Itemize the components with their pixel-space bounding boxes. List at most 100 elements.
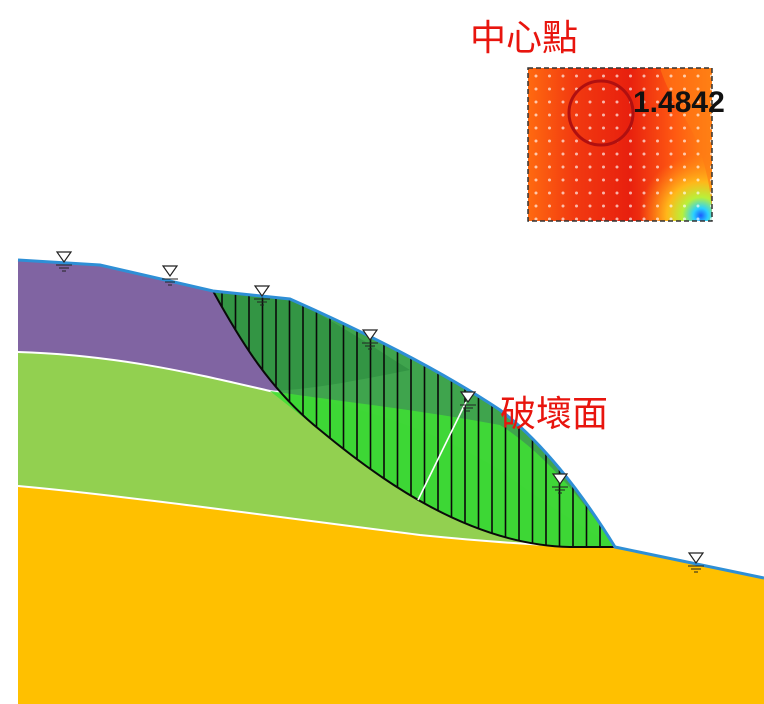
grid-point bbox=[561, 178, 565, 182]
grid-point bbox=[683, 113, 686, 117]
grid-point bbox=[602, 165, 605, 169]
grid-point bbox=[669, 191, 673, 195]
water-table-icon bbox=[551, 473, 569, 494]
grid-point bbox=[575, 204, 578, 208]
grid-point bbox=[683, 152, 686, 156]
grid-point bbox=[656, 165, 659, 169]
grid-point bbox=[642, 139, 646, 143]
grid-point bbox=[534, 74, 538, 78]
grid-point bbox=[548, 113, 551, 117]
soil-layer-bottom bbox=[18, 486, 764, 704]
grid-point bbox=[696, 87, 700, 91]
grid-point bbox=[656, 74, 659, 78]
grid-point bbox=[575, 100, 578, 104]
grid-point bbox=[656, 139, 659, 143]
grid-point bbox=[656, 204, 659, 208]
grid-point bbox=[629, 152, 632, 156]
grid-point bbox=[669, 178, 673, 182]
grid-point bbox=[534, 126, 538, 130]
grid-point bbox=[696, 126, 700, 130]
grid-point bbox=[588, 217, 592, 221]
grid-point bbox=[548, 217, 551, 221]
grid-point bbox=[561, 113, 565, 117]
grid-point bbox=[669, 126, 673, 130]
grid-point bbox=[642, 191, 646, 195]
grid-point bbox=[642, 113, 646, 117]
grid-point bbox=[629, 178, 632, 182]
grid-point bbox=[602, 178, 605, 182]
grid-point bbox=[629, 74, 632, 78]
grid-point bbox=[615, 191, 619, 195]
grid-point bbox=[642, 178, 646, 182]
grid-point bbox=[696, 139, 700, 143]
grid-point bbox=[534, 204, 538, 208]
grid-point bbox=[669, 100, 673, 104]
grid-point bbox=[642, 87, 646, 91]
grid-point bbox=[575, 113, 578, 117]
grid-point bbox=[548, 191, 551, 195]
grid-point bbox=[602, 191, 605, 195]
grid-point bbox=[656, 217, 659, 221]
grid-point bbox=[602, 100, 605, 104]
grid-point bbox=[561, 204, 565, 208]
grid-point bbox=[642, 100, 646, 104]
grid-point bbox=[683, 217, 686, 221]
grid-point bbox=[615, 204, 619, 208]
grid-point bbox=[615, 165, 619, 169]
grid-point bbox=[588, 152, 592, 156]
grid-point bbox=[683, 204, 686, 208]
grid-point bbox=[602, 74, 605, 78]
grid-point bbox=[683, 139, 686, 143]
grid-point bbox=[642, 204, 646, 208]
grid-point bbox=[642, 217, 646, 221]
grid-point bbox=[642, 165, 646, 169]
grid-point bbox=[534, 165, 538, 169]
water-table-icon bbox=[161, 265, 179, 286]
grid-point bbox=[561, 165, 565, 169]
grid-point bbox=[669, 165, 673, 169]
grid-point bbox=[696, 178, 700, 182]
water-table-icon bbox=[253, 285, 271, 306]
grid-point bbox=[561, 152, 565, 156]
grid-point bbox=[534, 87, 538, 91]
grid-point bbox=[683, 74, 686, 78]
grid-point bbox=[548, 87, 551, 91]
grid-point bbox=[696, 165, 700, 169]
grid-point bbox=[588, 100, 592, 104]
grid-point bbox=[588, 165, 592, 169]
safety-factor-value: 1.4842 bbox=[633, 86, 725, 119]
grid-point bbox=[710, 113, 712, 117]
grid-point bbox=[548, 100, 551, 104]
water-table-markers bbox=[55, 251, 705, 573]
grid-point bbox=[534, 139, 538, 143]
ground-surface-line bbox=[17, 258, 764, 580]
grid-point bbox=[534, 113, 538, 117]
grid-point bbox=[710, 217, 712, 221]
grid-point bbox=[683, 87, 686, 91]
grid-point bbox=[669, 152, 673, 156]
grid-point bbox=[534, 100, 538, 104]
grid-point bbox=[642, 152, 646, 156]
grid-point bbox=[602, 113, 605, 117]
grid-point bbox=[696, 152, 700, 156]
grid-point bbox=[602, 87, 605, 91]
grid-point bbox=[615, 113, 619, 117]
water-table-icon bbox=[459, 391, 477, 412]
grid-point bbox=[656, 152, 659, 156]
grid-point bbox=[588, 74, 592, 78]
grid-point bbox=[561, 191, 565, 195]
grid-point bbox=[629, 191, 632, 195]
grid-point bbox=[696, 74, 700, 78]
grid-point bbox=[629, 87, 632, 91]
grid-point bbox=[669, 139, 673, 143]
grid-point bbox=[561, 217, 565, 221]
grid-point bbox=[669, 87, 673, 91]
center-point-label: 中心點 bbox=[470, 18, 578, 59]
grid-point bbox=[696, 204, 700, 208]
grid-point bbox=[548, 165, 551, 169]
grid-point bbox=[534, 178, 538, 182]
grid-point bbox=[669, 204, 673, 208]
grid-point bbox=[629, 113, 632, 117]
grid-point bbox=[575, 152, 578, 156]
